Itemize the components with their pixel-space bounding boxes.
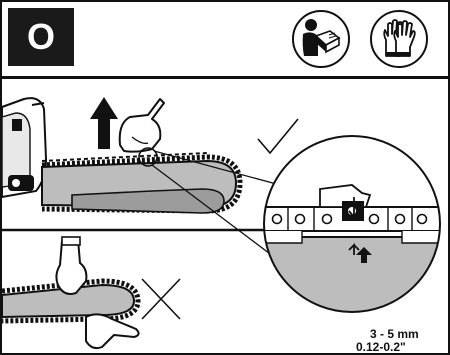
step-badge: O	[8, 8, 74, 66]
checkmark-icon	[258, 119, 298, 153]
protective-gloves-icon	[370, 10, 428, 68]
lift-up-arrow	[90, 97, 118, 149]
hand-pulling-chain	[56, 237, 86, 294]
cross-icon	[142, 279, 180, 319]
gap-inch-label: 0.12-0.2"	[356, 341, 406, 353]
step-letter: O	[27, 16, 55, 58]
illustration-area: 3 - 5 mm 0.12-0.2"	[2, 79, 448, 353]
panel-header: O	[2, 2, 448, 76]
zoom-detail	[252, 136, 448, 337]
gap-mm-label: 3 - 5 mm	[370, 328, 419, 340]
chainsaw-body	[2, 98, 46, 197]
read-manual-icon	[292, 10, 350, 68]
hand-holding-bar	[86, 314, 139, 348]
